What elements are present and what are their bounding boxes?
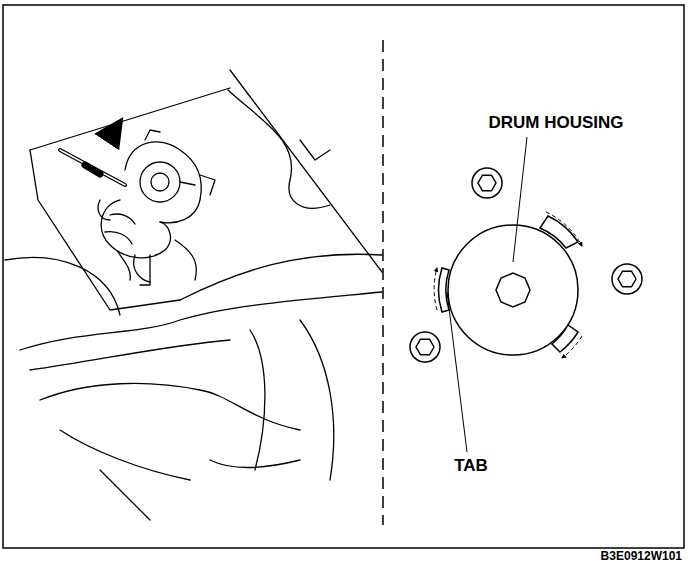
tab [439, 216, 578, 352]
divider [382, 40, 384, 525]
motion-arrow [108, 122, 120, 140]
frame [3, 5, 684, 548]
bolt [410, 168, 642, 362]
under-body-sketch [5, 70, 382, 520]
rotation-arrow [434, 212, 582, 358]
figure-code: B3E0912W101 [601, 550, 682, 563]
part-label: DRUM HOUSING [488, 114, 623, 133]
drum-housing [448, 225, 578, 355]
leader-line [447, 137, 527, 452]
part-label: TAB [454, 457, 488, 476]
